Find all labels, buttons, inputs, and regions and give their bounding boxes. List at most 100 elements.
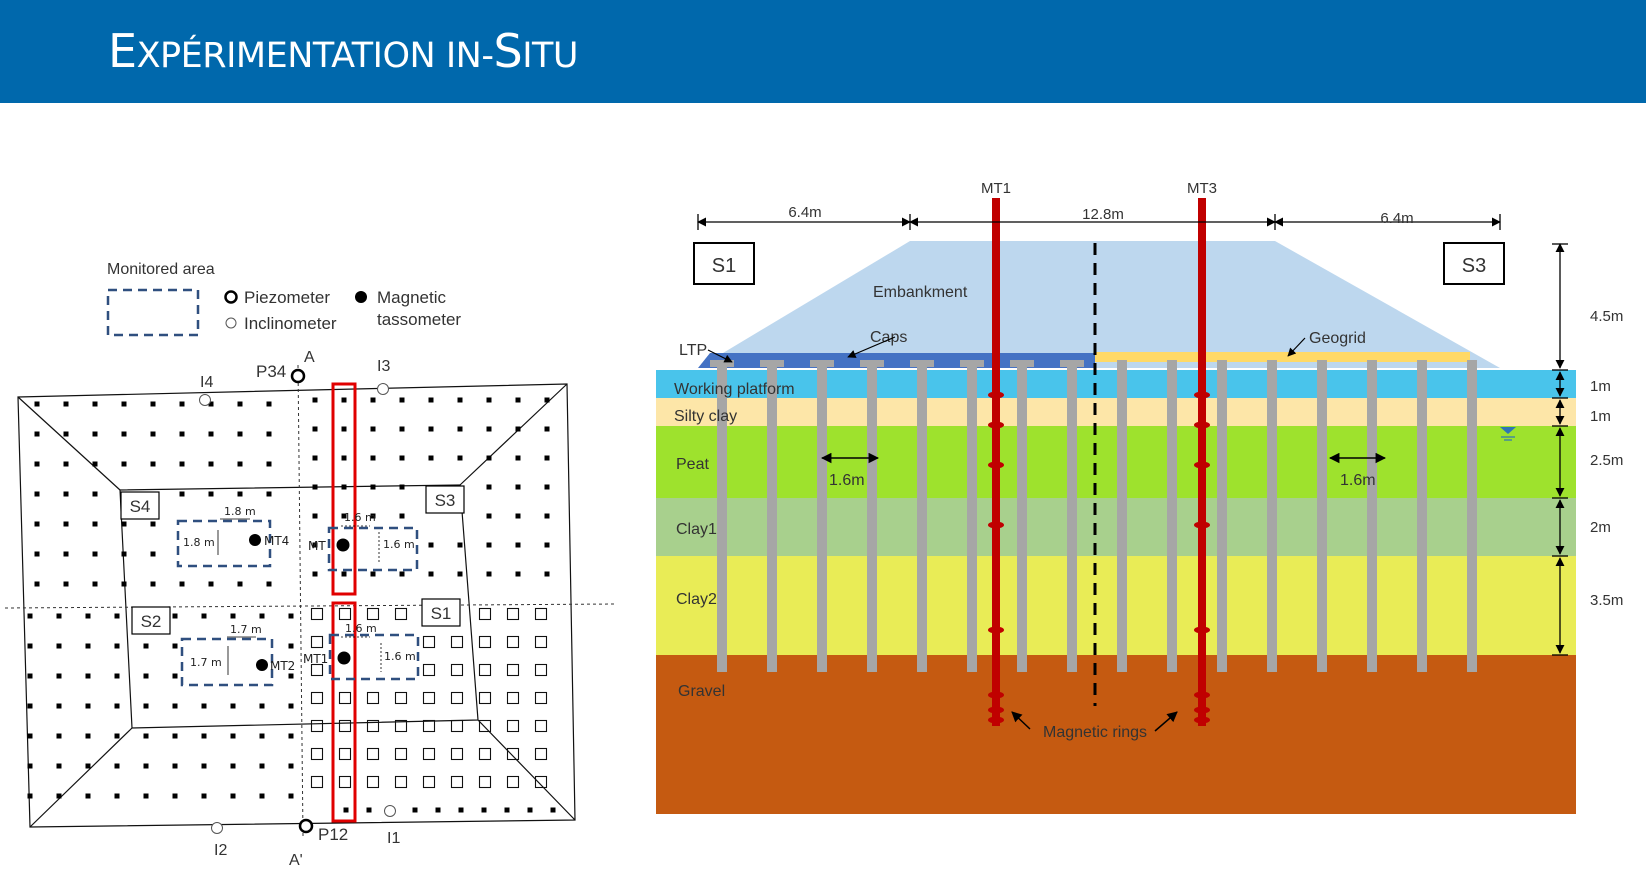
label-caps: Caps (870, 329, 907, 346)
label-silty-clay: Silty clay (674, 408, 737, 425)
plan-pile-87 (544, 484, 550, 490)
plan-pile-123 (143, 643, 149, 649)
pile-3 (817, 360, 827, 672)
plan-pile-178 (506, 607, 520, 621)
plan-pile-134 (56, 703, 62, 709)
plan-pile-62 (544, 397, 550, 403)
dim-label-right: 6.4m (1380, 210, 1413, 227)
label-embankment: Embankment (873, 284, 968, 301)
pile-cap-7 (1010, 360, 1034, 367)
plan-pile-30 (92, 491, 98, 497)
plan-pile-75 (399, 455, 405, 461)
plan-pile-119 (27, 643, 33, 649)
label-clay2: Clay2 (676, 591, 717, 608)
plan-pile-55 (341, 397, 347, 403)
plan-pile-146 (114, 733, 120, 739)
plan-pile-210 (310, 747, 324, 761)
ring-mt3-2 (1194, 421, 1210, 429)
plan-pile-198 (478, 691, 492, 705)
pile-cap-1 (710, 360, 734, 367)
plan-pile-114 (172, 613, 178, 619)
plan-pile-176 (394, 607, 408, 621)
layer-silty-clay (656, 398, 1576, 426)
spacing-s2-h: 1.7 m (230, 623, 262, 636)
pile-cap-6 (960, 360, 984, 367)
label-i4: I4 (200, 374, 213, 391)
embankment (698, 241, 1500, 368)
pile-cap-8 (1060, 360, 1084, 367)
pile-cap-3 (810, 360, 834, 367)
section-box-s1: S1 (693, 242, 755, 285)
plan-pile-106 (457, 571, 463, 577)
plan-pile-218 (534, 747, 548, 761)
svg-text:S3: S3 (435, 491, 456, 510)
inclinometer-i3 (377, 383, 389, 395)
zone-label-s2: S2 (131, 606, 171, 635)
plan-pile-4 (121, 401, 127, 407)
thickness-working-platform: 1m (1590, 378, 1611, 395)
ring-mt3-1 (1194, 391, 1210, 399)
plan-pile-126 (27, 673, 33, 679)
pile-16 (1467, 360, 1477, 672)
plan-pile-54 (312, 397, 318, 403)
plan-pile-grid (27, 397, 556, 813)
label-spacing-right: 1.6m (1340, 472, 1376, 489)
plan-pile-139 (201, 703, 207, 709)
plan-pile-231 (412, 807, 418, 813)
plan-pile-45 (34, 581, 40, 587)
plan-view-diagram: Monitored area Piezometer Inclinometer M… (4, 261, 616, 869)
plan-pile-101 (312, 571, 318, 577)
plan-pile-203 (366, 719, 380, 733)
plan-pile-52 (237, 581, 243, 587)
svg-text:S2: S2 (141, 612, 162, 631)
plan-pile-100 (544, 542, 550, 548)
plan-pile-154 (56, 763, 62, 769)
label-p34: P34 (256, 362, 286, 381)
layer-working-platform (656, 370, 1576, 398)
plan-pile-209 (534, 719, 548, 733)
magnetic-rods (988, 198, 1210, 726)
plan-pile-59 (457, 397, 463, 403)
plan-pile-158 (172, 763, 178, 769)
plan-pile-115 (201, 613, 207, 619)
plan-pile-205 (422, 719, 436, 733)
plan-pile-74 (370, 455, 376, 461)
label-geogrid: Geogrid (1309, 330, 1366, 347)
plan-pile-71 (544, 426, 550, 432)
label-peat: Peat (676, 456, 709, 473)
spacing-s4-h: 1.8 m (224, 505, 256, 518)
label-mt1-rod: MT1 (981, 180, 1011, 197)
pile-cap-5 (910, 360, 934, 367)
plan-pile-36 (63, 521, 69, 527)
pile-5 (917, 360, 927, 672)
plan-pile-129 (114, 673, 120, 679)
plan-pile-233 (458, 807, 464, 813)
plan-pile-226 (506, 775, 520, 789)
plan-pile-235 (504, 807, 510, 813)
ring-mt1-4 (988, 521, 1004, 529)
plan-pile-82 (341, 484, 347, 490)
pile-8 (1067, 360, 1077, 672)
plan-pile-49 (150, 581, 156, 587)
label-magnetic-rings: Magnetic rings (1043, 724, 1147, 741)
plan-pile-38 (121, 521, 127, 527)
thickness-embankment: 4.5m (1590, 308, 1623, 325)
plan-pile-11 (63, 431, 69, 437)
label-clay1: Clay1 (676, 521, 717, 538)
plan-pile-215 (450, 747, 464, 761)
plan-pile-64 (341, 426, 347, 432)
plan-pile-88 (312, 513, 318, 519)
inclinometer-i2 (211, 822, 223, 834)
plan-pile-76 (428, 455, 434, 461)
plan-pile-191 (534, 663, 548, 677)
plan-pile-207 (478, 719, 492, 733)
plan-pile-73 (341, 455, 347, 461)
plan-pile-179 (534, 607, 548, 621)
thickness-clay2: 3.5m (1590, 592, 1623, 609)
title-rest-2: ITU (522, 36, 579, 76)
plan-pile-20 (63, 461, 69, 467)
ring-mt3-7 (1194, 706, 1210, 714)
plan-pile-37 (92, 521, 98, 527)
inclinometer-i1 (384, 805, 396, 817)
plan-pile-93 (515, 513, 521, 519)
